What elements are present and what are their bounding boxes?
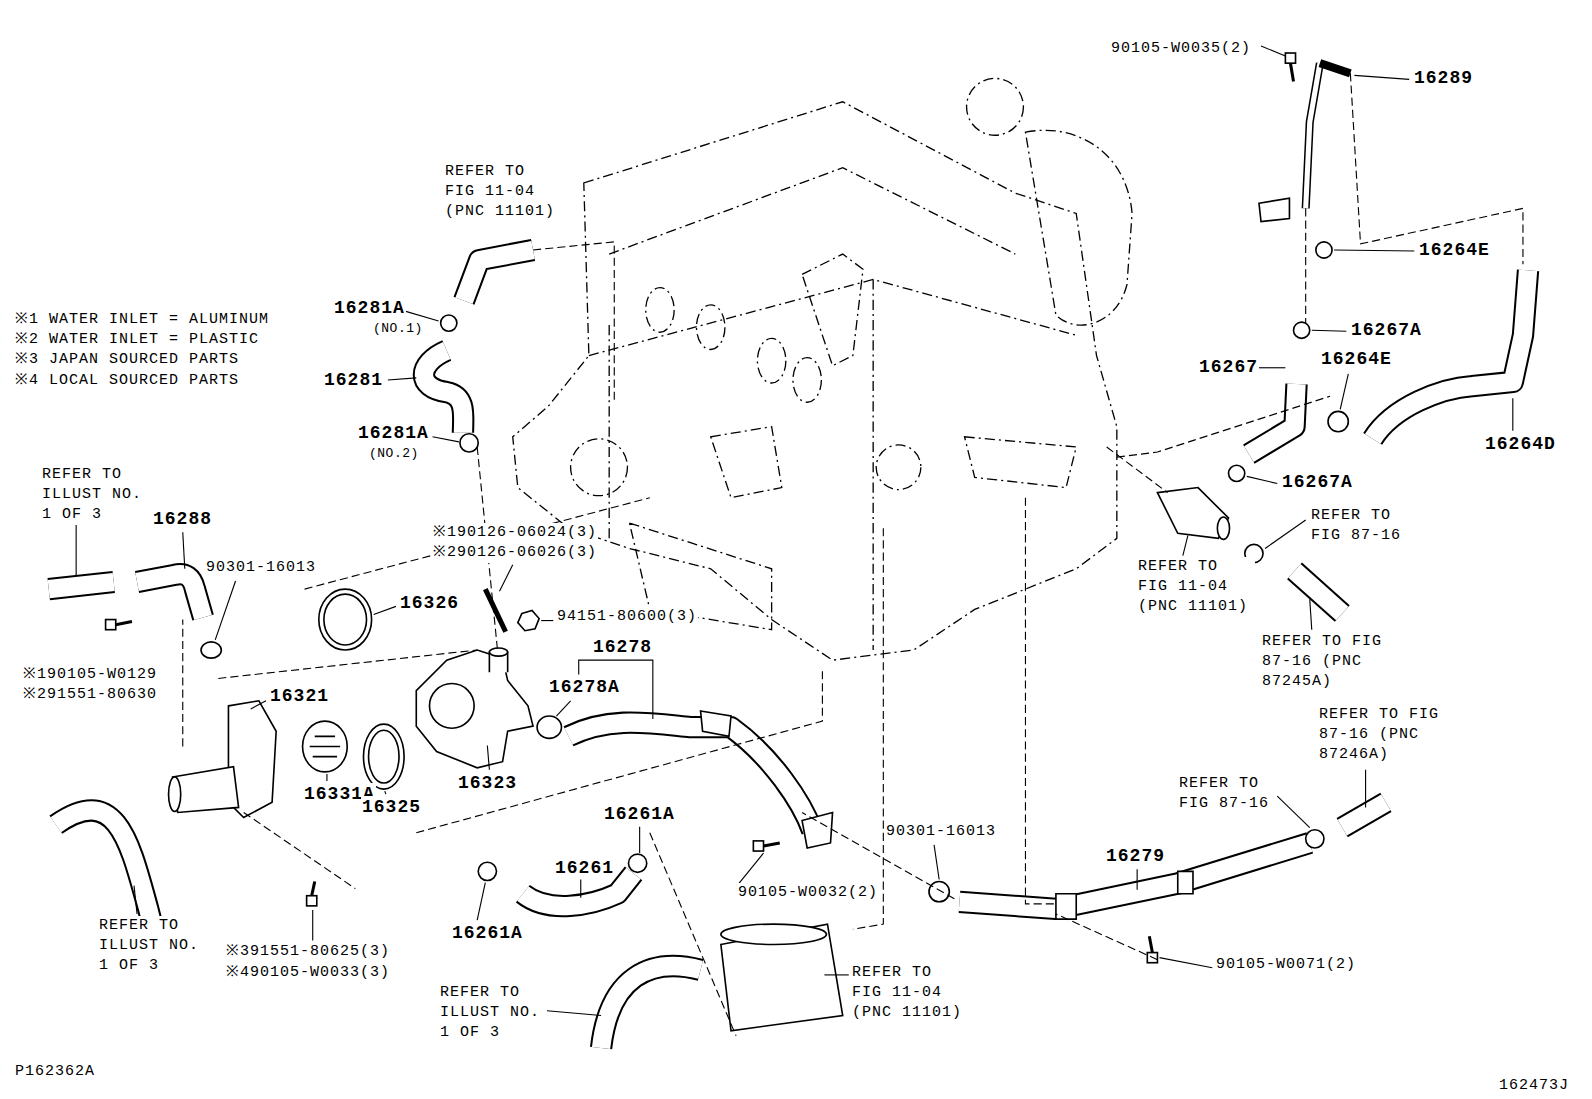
callout-number: 16321 [269,685,330,707]
callout-number: 16264D [1484,433,1557,455]
note-text: REFER TO ILLUST NO. 1 OF 3 [98,916,206,976]
leader-lines [76,46,1513,1016]
callout-number: 16261 [554,857,615,879]
note-text: ※490105-W0033(3) [225,963,391,983]
callout-number: 16279 [1105,845,1166,867]
note-text: ※2 WATER INLET = PLASTIC [14,330,260,350]
note-text: REFER TO FIG 11-04 (PNC 11101) [444,162,562,222]
callout-number: 16281 [323,369,384,391]
engine-outline [513,78,1132,660]
note-text: ※391551-80625(3) [225,942,391,962]
note-text: REFER TO FIG 11-04 (PNC 11101) [1137,557,1255,617]
note-text: ※3 JAPAN SOURCED PARTS [14,350,240,370]
note-text: REFER TO ILLUST NO. 1 OF 3 [439,983,547,1043]
callout-number: 16289 [1413,67,1474,89]
callout-number: 16267 [1198,356,1259,378]
callout-number: 16288 [152,508,213,530]
dashed-guides [183,73,1523,1036]
callout-number: 16261A [451,922,524,944]
callout-number: 16264E [1418,239,1491,261]
note-text: 162473J [1498,1076,1570,1096]
callout-number: 16267A [1281,471,1354,493]
callout-number: 16278A [548,676,621,698]
note-text: ※190105-W0129 [22,665,158,685]
note-text: P162362A [14,1062,96,1082]
note-text: REFER TO FIG 87-16 (PNC 87246A) [1318,705,1446,765]
note-text: 94151-80600(3) [556,607,698,627]
callout-number: 16281A [333,297,406,319]
note-text: ※291551-80630 [22,685,158,705]
note-text: 90105-W0035(2) [1110,39,1252,59]
callout-number: 16281A [357,422,430,444]
note-text: REFER TO FIG 11-04 (PNC 11101) [851,963,969,1023]
callout-number: 16323 [457,772,518,794]
parts [106,53,1351,1031]
note-text: REFER TO FIG 87-16 (PNC 87245A) [1261,632,1389,692]
note-text: REFER TO FIG 87-16 [1310,506,1408,546]
note-text: ※290126-06026(3) [432,543,598,563]
note-text: 90301-16013 [885,822,997,842]
note-text: ※190126-06024(3) [432,523,598,543]
note-text: ※4 LOCAL SOURCED PARTS [14,371,240,391]
callout-number: 16326 [399,592,460,614]
note-text: (NO.2) [368,446,420,462]
callout-number: 16267A [1350,319,1423,341]
callout-number: 16325 [361,796,422,818]
note-text: 90105-W0071(2) [1215,955,1357,975]
note-text: ※1 WATER INLET = ALUMINUM [14,310,270,330]
note-text: (NO.1) [372,321,424,337]
note-text: REFER TO ILLUST NO. 1 OF 3 [41,465,149,525]
note-text: 90105-W0032(2) [737,883,879,903]
callout-number: 16278 [592,636,653,658]
callout-number: 16261A [603,803,676,825]
callout-number: 16264E [1320,348,1393,370]
note-text: REFER TO FIG 87-16 [1178,774,1276,814]
note-text: 90301-16013 [205,558,317,578]
